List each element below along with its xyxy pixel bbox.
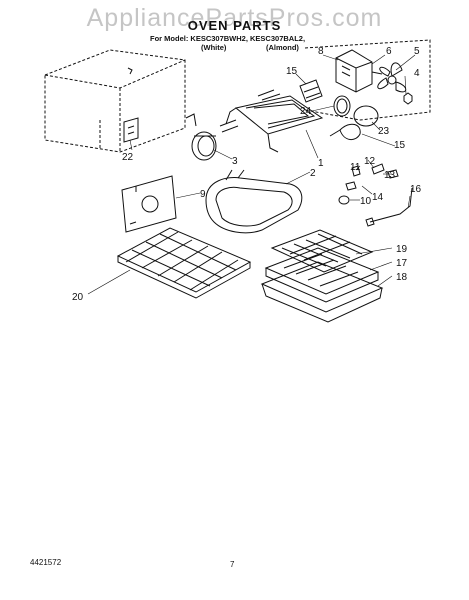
- callout-14: 14: [372, 192, 384, 203]
- callout-19: 18: [396, 272, 408, 283]
- callout-3: 3: [232, 156, 238, 167]
- callout-1: 1: [318, 158, 324, 169]
- callout-21: 20: [72, 292, 84, 303]
- callout-10: 10: [360, 196, 372, 207]
- callout-15: 15: [394, 140, 406, 151]
- oven-cavity: [44, 49, 186, 153]
- callout-6: 6: [386, 46, 392, 57]
- bake-element: [205, 169, 303, 234]
- callout-2: 2: [310, 168, 316, 179]
- callout-4: 4: [414, 68, 420, 79]
- callout-22: 22: [122, 152, 134, 163]
- oven-rack: [116, 227, 252, 299]
- fan-cover: [353, 105, 379, 127]
- callout-12: 12: [364, 156, 376, 167]
- broiler-pan-insert: [264, 247, 380, 303]
- callout-5: 5: [414, 46, 420, 57]
- fan-blade: [377, 62, 407, 93]
- oven-sensor: [365, 187, 413, 227]
- callout-9: 9: [200, 189, 206, 200]
- page-title: OVEN PARTS: [187, 18, 282, 33]
- callout-24: 24: [300, 106, 312, 117]
- callout-17: 16: [410, 184, 422, 195]
- convection-motor: [335, 49, 383, 93]
- page-number: 7: [230, 560, 235, 569]
- broil-element: [225, 95, 324, 153]
- variant-white: (White): [201, 43, 227, 52]
- callout-20: 19: [396, 244, 408, 255]
- oven-light: [329, 123, 361, 140]
- model-line: For Model: KESC307BWH2, KESC307BAL2,: [150, 34, 306, 43]
- fan-enclosure: [304, 39, 431, 121]
- part-number: 4421572: [30, 558, 62, 567]
- variant-almond: (Almond): [266, 43, 299, 52]
- callout-23: 23: [378, 126, 390, 137]
- broiler-grid: [270, 229, 374, 273]
- leader-lines: [87, 54, 416, 295]
- callout-11: 11: [350, 162, 361, 173]
- oven-vent-mark: [127, 67, 133, 75]
- callout-16: 15: [286, 66, 298, 77]
- callout-8: 8: [318, 46, 324, 57]
- broiler-pan: [260, 261, 384, 323]
- callout-13: 13: [384, 170, 396, 181]
- callout-18: 17: [396, 258, 408, 269]
- callout-numbers: 8 6 5 4 15 24 23 15 1 2 3 22 9 11 12 13 …: [72, 46, 422, 303]
- bake-element-terminal: [299, 79, 323, 103]
- wire-clip: [185, 113, 197, 127]
- fan-shroud-ring: [191, 131, 217, 161]
- small-components: [338, 163, 399, 205]
- fan-nut: [403, 92, 413, 105]
- rear-panel: [121, 175, 177, 233]
- element-terminals: [219, 89, 281, 133]
- bracket: [123, 117, 139, 143]
